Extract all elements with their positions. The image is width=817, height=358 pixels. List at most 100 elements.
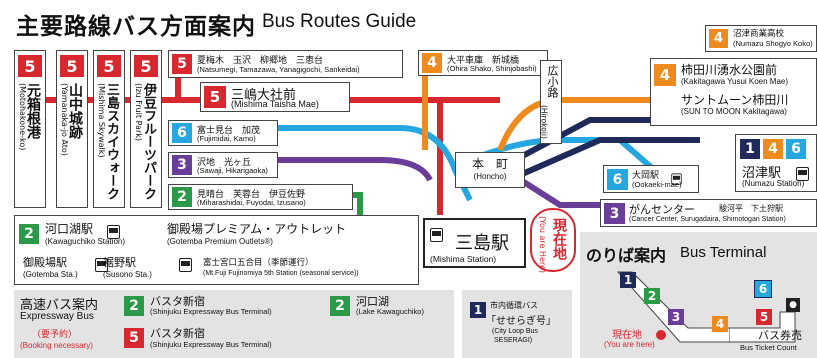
route-box-skywalk: 5 三島スカイウォーク (Mishima Skywalk) [93, 50, 125, 208]
express-destination-en: (Shinjuku Expressway Bus Terminal) [150, 340, 272, 349]
bay-2-badge: 2 [644, 288, 660, 304]
route-number-badge: 5 [124, 328, 144, 348]
route-number-badge: 2 [172, 187, 192, 207]
route-number-badge: 5 [172, 54, 192, 74]
bay-1-badge: 1 [620, 272, 636, 288]
terminal-title: のりば案内 [586, 246, 667, 265]
bay-3-badge: 3 [668, 309, 684, 325]
route-box-sawaji: 3 沢地 光ヶ丘 (Sawaji, Hikarigaoka) [168, 152, 278, 178]
route-box-fujimidai: 6 富士見台 加茂 (Fujimidai, Kamo) [168, 120, 278, 146]
loop-label: 市内循環バス [490, 301, 538, 310]
route-number-badge: 5 [18, 55, 42, 77]
destination-label-2: サントムーン柿田川 [681, 93, 789, 107]
bus-stop-icon [796, 166, 809, 181]
bus-stop-icon [671, 172, 682, 185]
route-box-taisha: 5 三嶋大社前 (Mishima Taisha Mae) [200, 82, 350, 112]
express-destination-en: (Shinjuku Expressway Bus Terminal) [150, 307, 272, 316]
destination-label-en: (Kawaguchiko Station) [45, 237, 126, 246]
route-number-badge: 4 [763, 139, 783, 159]
expressway-panel: 高速バス案内 Expressway Bus （要予約） (Booking nec… [14, 290, 454, 358]
you-are-here-terminal-label-en: (You are here) [604, 340, 655, 349]
route-number-badge: 3 [172, 155, 192, 175]
destination-label-en: (Mishima Skywalk) [97, 83, 106, 158]
destination-label-en: (Izu Fruit Park) [134, 83, 143, 141]
route-number-badge: 2 [19, 224, 39, 244]
route-number-badge: 6 [172, 123, 192, 143]
destination-label: 大平車庫 新城橋 [447, 56, 520, 66]
destination-label: がんセンター [629, 203, 695, 216]
you-are-here-label: 現在地 [551, 218, 567, 260]
route-number-badge: 2 [124, 296, 144, 316]
destination-label-gotemba: 御殿場駅 [23, 256, 67, 269]
honcho-label: 本 町 [471, 157, 508, 171]
hirokoji-label-en: (Hirokoji) [539, 105, 549, 139]
destination-label-en: (Sawaji, Hikarigaoka) [197, 166, 268, 175]
route-box-ooka: 6 大岡駅 (Ookaeki-mae) [603, 165, 699, 193]
route-number-badge: 1 [470, 302, 486, 318]
route-number-badge: 2 [330, 296, 350, 316]
destination-sub-label: 駿河平 下土狩駅 [719, 204, 783, 213]
route-box-miharashi: 2 見晴台 芙蓉台 伊豆佐野 (Miharashidai, Fuyodai, I… [168, 184, 353, 210]
station-label: 三島駅 [455, 233, 509, 254]
destination-label-2-en: (SUN TO MOON Kakitagawa) [681, 107, 787, 116]
route-number-badge: 6 [607, 169, 628, 190]
destination-label-en: (Numazu Station) [742, 179, 805, 188]
route-box-kakitagawa: 4 柿田川湧水公園前 (Kakitagawa Yusui Koen Mae) サ… [650, 58, 817, 126]
destination-label: 三島スカイウォーク [104, 83, 119, 200]
hirokoji-stop: 広小路 (Hirokoji) [540, 60, 562, 144]
route-number-badge: 5 [97, 55, 121, 77]
destination-label: 沼津商業高校 [733, 29, 785, 39]
route-box-kawaguchiko: 2 河口湖駅 (Kawaguchiko Station) 御殿場プレミアム・アウ… [14, 215, 419, 285]
route-number-badge: 1 [740, 139, 760, 159]
destination-label-2-en: (Gotemba Premium Outlets®) [167, 237, 273, 246]
page-title-en: Bus Routes Guide [262, 11, 417, 32]
route-number-badge: 5 [134, 55, 158, 77]
route-box-natsumegi: 5 夏梅木 玉沢 柳郷地 三恵台 (Natsumegi, Tamazawa, Y… [168, 50, 403, 78]
destination-label-en: (Ookaeki-mae) [632, 180, 682, 189]
destination-label-en: (Fujimidai, Kamo) [197, 134, 256, 143]
mishima-station: 三島駅 (Mishima Station) [423, 218, 526, 268]
city-loop-panel: 1 市内循環バス 「せせらぎ号」 (City Loop Bus SESERAGI… [462, 290, 572, 358]
you-are-here-label-en: (You are Here) [538, 216, 547, 274]
route-number-badge: 5 [204, 86, 226, 108]
destination-label: 富士見台 加茂 [197, 126, 261, 136]
destination-label-en: (Yamanaka-jo Ato) [60, 83, 69, 156]
terminal-title-en: Bus Terminal [680, 244, 767, 261]
destination-label-susono-en: (Susono Sta.) [103, 270, 152, 279]
route-number-badge: 4 [709, 29, 728, 48]
express-destination: 河口湖 [356, 295, 389, 308]
route-box-fruitpark: 5 伊豆フルーツパーク (Izu Fruit Park) [130, 50, 162, 208]
you-are-here-marker: (You are Here) 現在地 [530, 208, 576, 274]
express-destination: バスタ新宿 [150, 295, 205, 308]
destination-label: 伊豆フルーツパーク [141, 83, 156, 200]
you-are-here-dot [656, 330, 666, 340]
route-box-ohira: 4 大平車庫 新城橋 (Ohira Shako, Shinjobashi) [418, 50, 548, 76]
destination-label-susono: 裾野駅 [103, 256, 136, 269]
express-destination-en: (Lake Kawaguchiko) [356, 307, 424, 316]
bay-5-badge: 5 [756, 309, 772, 325]
destination-label: 河口湖駅 [45, 222, 94, 236]
bus-stop-icon [95, 257, 109, 272]
expressway-title-en: Expressway Bus [20, 311, 94, 322]
destination-label-fujinomiya-en: (Mt.Fuji Fujinomiya 5th Station (seasona… [203, 270, 359, 277]
bay-4-badge: 4 [712, 316, 728, 332]
route-number-badge: 4 [654, 64, 676, 86]
loop-label-en-2: SESERAGI) [494, 337, 533, 344]
ticket-counter-label: バス券売 [758, 329, 802, 342]
destination-label-gotemba-en: (Gotemba Sta.) [23, 270, 78, 279]
destination-label: 三嶋大社前 [231, 88, 297, 103]
route-box-cancer: 3 がんセンター 駿河平 下土狩駅 (Cancer Center, Suruga… [600, 199, 817, 227]
destination-label: 大岡駅 [632, 171, 660, 181]
booking-note-en: (Booking necessary) [20, 341, 93, 350]
route-box-shogyo: 4 沼津商業高校 (Numazu Shogyo Koko) [705, 25, 817, 52]
bus-terminal-panel: のりば案内 Bus Terminal 1 2 3 4 5 6 ● 現在地 (Yo… [580, 232, 817, 358]
route-number-badge: 3 [604, 203, 625, 224]
bus-stop-icon [179, 257, 193, 272]
route-number-badge: 6 [786, 139, 806, 159]
page-title: 主要路線バス方面案内 [16, 14, 256, 40]
route-number-badge: 4 [422, 53, 442, 73]
loop-label-en-1: (City Loop Bus [492, 328, 538, 335]
destination-label-en: (Mishima Taisha Mae) [231, 99, 319, 109]
route-box-yamanaka: 5 山中城跡 (Yamanaka-jo Ato) [56, 50, 88, 208]
destination-label: 山中城跡 [67, 83, 83, 139]
